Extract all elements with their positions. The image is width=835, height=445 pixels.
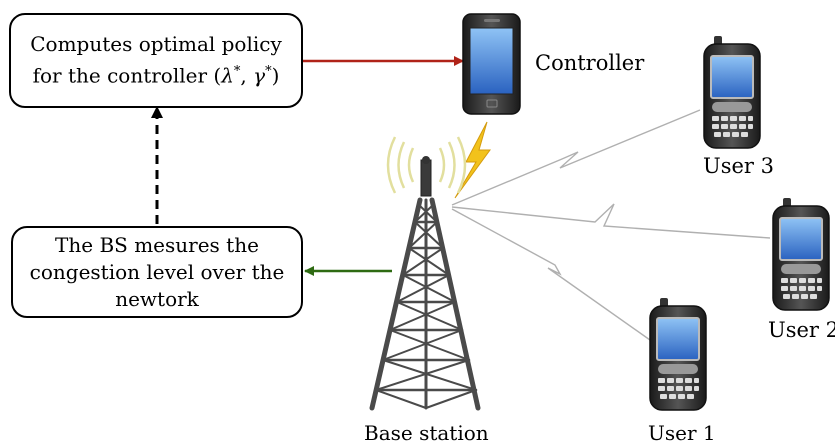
gamma-symbol: γ — [253, 63, 266, 88]
bs-box-line1: The BS mesures the — [55, 232, 259, 257]
policy-box-line2-prefix: for the controller ( — [32, 63, 222, 88]
close-paren: ) — [271, 63, 280, 88]
user3-label: User 3 — [703, 154, 774, 178]
link-to-user1 — [451, 208, 651, 341]
policy-box-line1: Computes optimal policy — [30, 32, 282, 57]
user2-phone-icon — [772, 198, 830, 311]
bs-box-line2: congestion level over the — [29, 259, 285, 284]
bs-box-line3: newtork — [115, 286, 199, 311]
bs-measurement-box: The BS mesures the congestion level over… — [11, 226, 303, 318]
policy-computation-box: Computes optimal policy for the controll… — [9, 13, 303, 108]
base-station-tower-icon — [369, 156, 481, 411]
gamma-star: * — [265, 64, 272, 80]
link-to-user2 — [451, 203, 771, 239]
lambda-star: * — [233, 64, 241, 80]
controller-phone-icon — [462, 13, 521, 115]
controller-label: Controller — [535, 51, 645, 75]
link-to-user3 — [451, 109, 701, 206]
user2-label: User 2 — [768, 318, 835, 342]
lambda-symbol: λ — [221, 63, 234, 88]
policy-box-line2: for the controller (λ*, γ*) — [30, 58, 282, 90]
base-station-label: Base station — [364, 421, 489, 445]
user1-label: User 1 — [648, 421, 716, 445]
wireless-links — [451, 109, 771, 341]
comma-separator: , — [240, 63, 254, 88]
radio-waves-icon — [386, 136, 467, 194]
user1-phone-icon — [649, 298, 707, 411]
user3-phone-icon — [703, 36, 761, 149]
